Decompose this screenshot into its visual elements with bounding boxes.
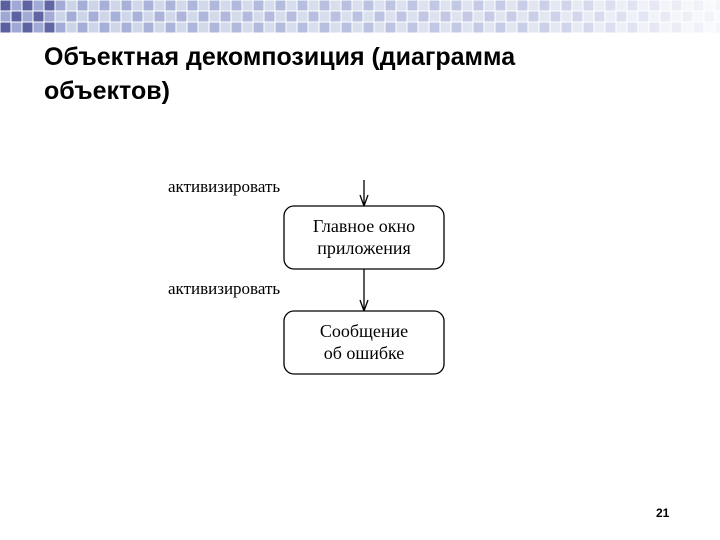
slide-title: Объектная декомпозиция (диаграмма объект…	[44, 40, 684, 108]
object-main-window-line-1: Главное окно	[313, 216, 415, 236]
message-label-2: активизировать	[168, 279, 280, 298]
object-box-error-message	[283, 310, 445, 375]
object-error-message-line-2: об ошибке	[324, 343, 405, 363]
slide-title-line-2: объектов)	[44, 77, 170, 105]
object-error-message-line-1: Сообщение	[320, 321, 408, 341]
decorative-checker-band	[0, 0, 720, 34]
page-number: 21	[656, 506, 670, 520]
message-label-1: активизировать	[168, 177, 280, 196]
slide-title-line-1: Объектная декомпозиция (диаграмма	[44, 43, 516, 71]
object-main-window-line-2: приложения	[317, 238, 411, 258]
